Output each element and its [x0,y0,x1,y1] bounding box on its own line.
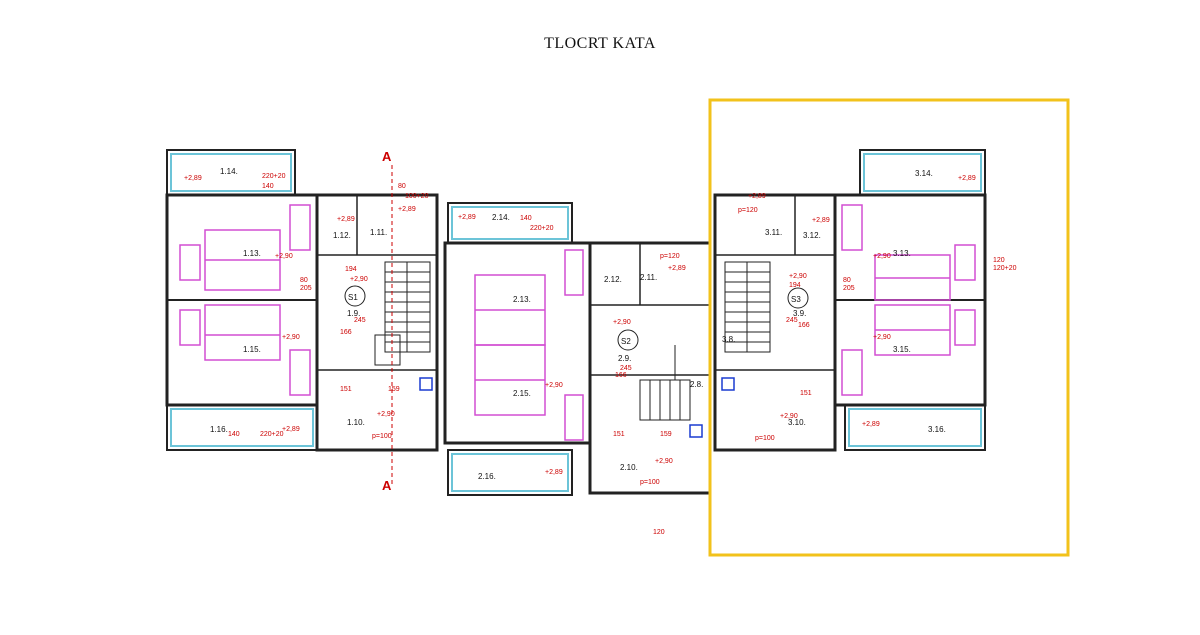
room-3-10: 3.10. [788,418,806,427]
level-3-13: +2,90 [873,253,891,260]
room-1-9: 1.9. [347,309,360,318]
dim-u2-p120: p=120 [660,253,680,260]
dim-u1-159: 159 [388,386,400,393]
dim-u1-140b: 140 [228,431,240,438]
section-label-bottom: A [382,478,392,493]
dim-u1-p100: p=100 [372,433,392,440]
dim-u1-100: 100+20 [405,193,429,200]
stair-markers [344,285,809,351]
level-marks: +2,89 +2,90 +2,90 +2,89 +2,89 +2,89 +2,9… [184,175,976,476]
room-3-15: 3.15. [893,345,911,354]
room-3-13: 3.13. [893,249,911,258]
level-3-15: +2,90 [873,334,891,341]
dim-u3-205: 205 [843,285,855,292]
room-1-15: 1.15. [243,345,261,354]
room-1-13: 1.13. [243,249,261,258]
level-1-11: +2,89 [398,206,416,213]
dim-u2-140: 140 [520,215,532,222]
level-3-16: +2,89 [862,421,880,428]
level-2-10: +2,90 [655,458,673,465]
dim-u3-166: 166 [798,322,810,329]
level-1-10: +2,90 [377,411,395,418]
level-2-9: +2,90 [613,319,631,326]
room-2-16: 2.16. [478,472,496,481]
dim-u3-12020: 120+20 [993,265,1017,272]
dim-u1-220b: 220+20 [260,431,284,438]
section-label-top: A [382,149,392,164]
room-2-10: 2.10. [620,463,638,472]
level-2-16: +2,89 [545,469,563,476]
level-3-14: +2,89 [958,175,976,182]
room-2-12: 2.12. [604,275,622,284]
level-1-9: +2,90 [350,276,368,283]
dim-u2-220: 220+20 [530,225,554,232]
dimension-labels: 140 220+20 80 100+20 194 80 205 245 166 … [228,173,1017,536]
dim-u3-p100: p=100 [755,435,775,442]
level-2-11: +2,89 [668,265,686,272]
unit-3 [713,149,987,452]
dim-u3-245: 245 [786,317,798,324]
dim-u2-159: 159 [660,431,672,438]
dim-u2-p100: p=100 [640,479,660,486]
stair-label-s3: S3 [791,295,801,304]
dim-u3-p120: p=120 [738,207,758,214]
room-3-9: 3.9. [793,309,806,318]
room-1-12: 1.12. [333,231,351,240]
room-1-11: 1.11. [370,228,387,237]
page-title: TLOCRT KATA [544,35,656,52]
dim-u1-80b: 80 [300,277,308,284]
level-1-14: +2,89 [184,175,202,182]
room-1-10: 1.10. [347,418,365,427]
dim-u1-166: 166 [340,329,352,336]
room-2-13: 2.13. [513,295,531,304]
dim-u3-120: 120 [993,257,1005,264]
dim-u3-80: 80 [843,277,851,284]
level-2-14: +2,89 [458,214,476,221]
dim-u1-194: 194 [345,266,357,273]
level-3-11: +2,89 [748,193,766,200]
room-1-14: 1.14. [220,167,238,176]
level-1-16: +2,89 [282,426,300,433]
room-2-14: 2.14. [492,213,510,222]
room-3-8: 3.8. [722,335,735,344]
dim-u3-194: 194 [789,282,801,289]
room-3-12: 3.12. [803,231,821,240]
stair-label-s2: S2 [621,337,631,346]
dim-u1-151: 151 [340,386,352,393]
room-2-11: 2.11. [640,273,657,282]
unit-2 [443,202,712,496]
dim-u1-220: 220+20 [262,173,286,180]
level-2-15: +2,90 [545,382,563,389]
room-1-16: 1.16. [210,425,228,434]
dim-u1-80: 80 [398,183,406,190]
room-3-11: 3.11. [765,228,782,237]
room-2-9: 2.9. [618,354,631,363]
level-1-15: +2,90 [282,334,300,341]
room-3-16: 3.16. [928,425,946,434]
dim-u1-245: 245 [354,317,366,324]
level-3-10: +2,90 [780,413,798,420]
highlight-frame [708,98,1070,557]
dim-u3-151: 151 [800,390,812,397]
room-labels: A A S1 S2 S3 1.14. 1.13. 1.15. 1.16. 1.1… [210,149,946,493]
room-2-15: 2.15. [513,389,531,398]
furniture-unit-2 [474,249,584,441]
dim-u1-205: 205 [300,285,312,292]
unit-1 [165,149,439,452]
dim-u2-245: 245 [620,365,632,372]
dim-u2-120: 120 [653,529,665,536]
room-3-14: 3.14. [915,169,933,178]
level-1-13: +2,90 [275,253,293,260]
dim-u2-166: 166 [615,372,627,379]
stair-label-s1: S1 [348,293,358,302]
level-1-12: +2,89 [337,216,355,223]
furniture-unit-1 [179,204,311,396]
level-3-9: +2,90 [789,273,807,280]
dim-u1-140: 140 [262,183,274,190]
furniture-unit-3 [841,204,976,396]
room-2-8: 2.8. [690,380,703,389]
level-3-12: +2,89 [812,217,830,224]
dim-u2-151: 151 [613,431,625,438]
